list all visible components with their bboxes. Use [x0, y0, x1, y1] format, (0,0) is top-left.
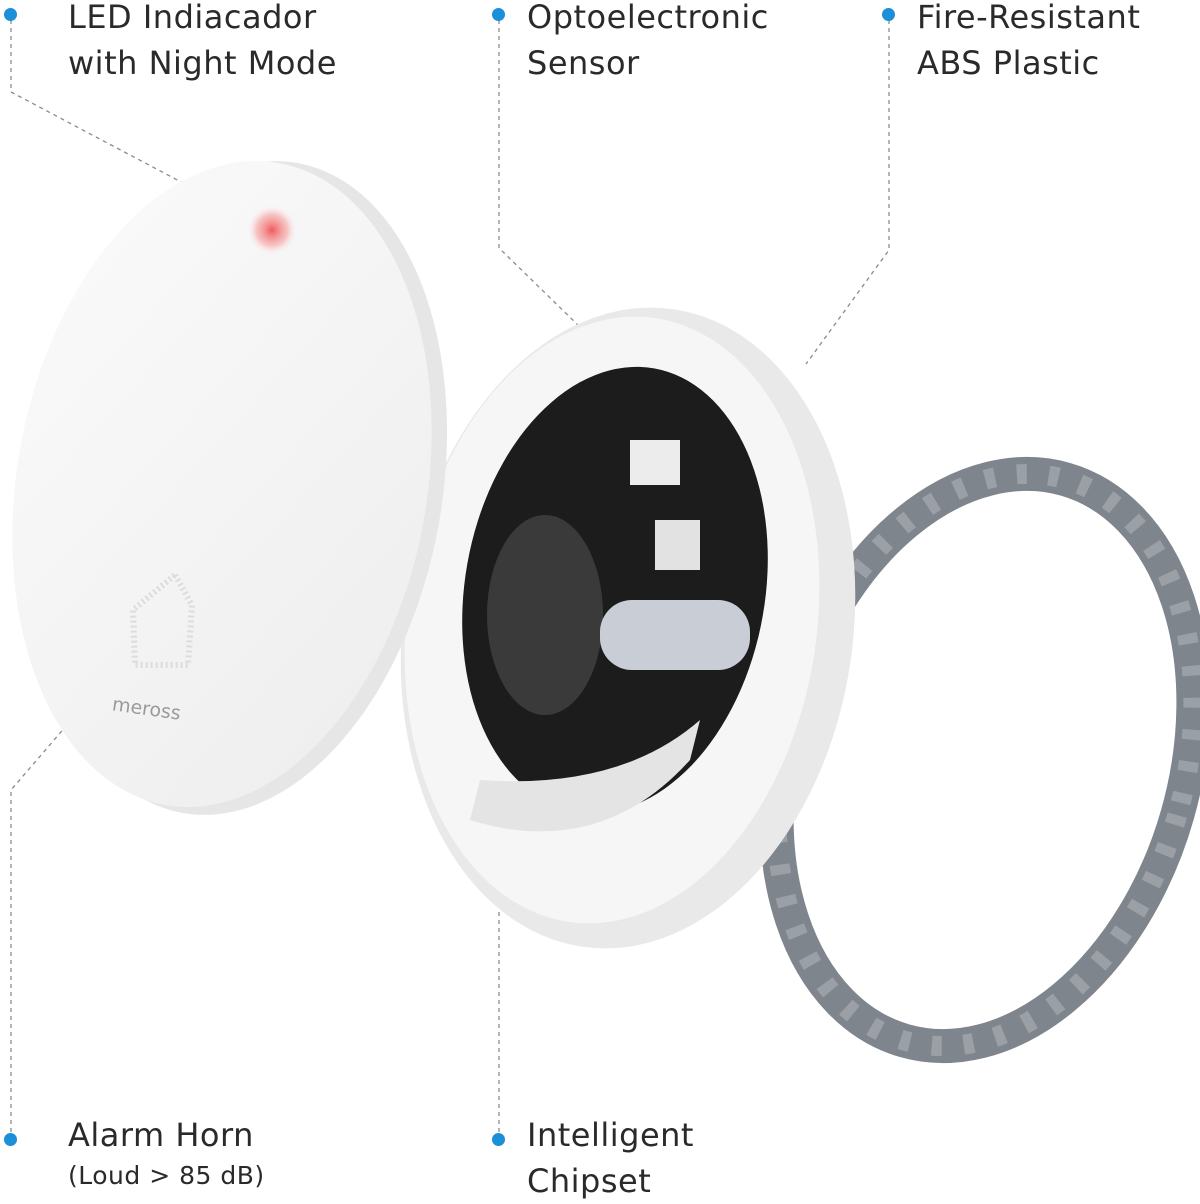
- callout-led: LED Indiacador with Night Mode: [68, 0, 337, 86]
- callout-horn: Alarm Horn (Loud > 85 dB): [68, 1112, 265, 1194]
- led-indicator: [246, 204, 298, 256]
- callout-sensor-line2: Sensor: [527, 44, 640, 82]
- detector-base: [400, 307, 856, 949]
- horn-disc: [487, 515, 603, 715]
- callout-dot-plastic: [882, 8, 895, 21]
- callout-dot-sensor: [492, 8, 505, 21]
- callout-plastic-line2: ABS Plastic: [917, 44, 1100, 82]
- callout-sensor-line1: Optoelectronic: [527, 0, 769, 36]
- callout-chipset-line2: Chipset: [527, 1162, 652, 1200]
- callout-plastic: Fire-Resistant ABS Plastic: [917, 0, 1140, 86]
- battery-icon: [600, 600, 750, 670]
- callout-plastic-line1: Fire-Resistant: [917, 0, 1141, 36]
- sensor-block: [630, 440, 680, 485]
- callout-led-line1: LED Indiacador: [68, 0, 317, 36]
- callout-sensor: Optoelectronic Sensor: [527, 0, 769, 86]
- callout-horn-line1: Alarm Horn: [68, 1116, 254, 1154]
- callout-chipset: Intelligent Chipset: [527, 1112, 694, 1204]
- callout-led-line2: with Night Mode: [68, 44, 337, 82]
- front-cover: [12, 160, 448, 815]
- horn-grille-icon: [129, 570, 196, 668]
- callout-chipset-line1: Intelligent: [527, 1116, 694, 1154]
- leader-line-plastic: [805, 20, 890, 365]
- leader-line-sensor: [498, 20, 623, 369]
- callout-dot-horn: [4, 1133, 17, 1146]
- callout-dot-led: [4, 8, 17, 21]
- callout-dot-chipset: [492, 1133, 505, 1146]
- callout-horn-sub: (Loud > 85 dB): [68, 1161, 265, 1190]
